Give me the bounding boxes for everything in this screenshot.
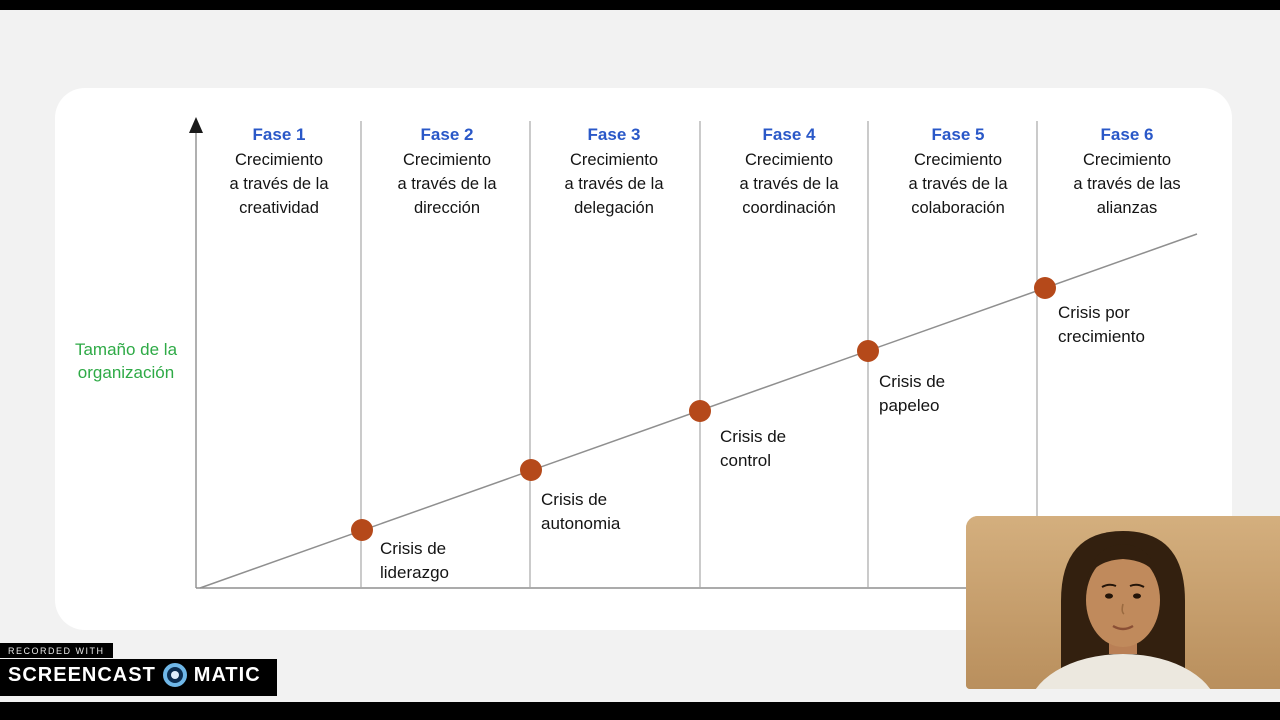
phase-desc-line: a través de las (1073, 175, 1181, 193)
phase-5-header: Fase 5 Crecimiento a través de la colabo… (873, 125, 1043, 220)
phase-desc-line: a través de la (739, 175, 839, 193)
crisis-label-autonomia: Crisis de autonomia (541, 488, 620, 536)
presenter-illustration (966, 516, 1280, 689)
watermark-brand-right: MATIC (193, 663, 261, 686)
phase-desc-line: colaboración (911, 199, 1005, 217)
crisis-line: control (720, 451, 772, 470)
phase-6-header: Fase 6 Crecimiento a través de las alian… (1042, 125, 1212, 220)
letterbox-bottom (0, 702, 1280, 720)
phase-desc-line: creatividad (239, 199, 319, 217)
phase-2-header: Fase 2 Crecimiento a través de la direcc… (362, 125, 532, 220)
crisis-line: Crisis por (1058, 303, 1130, 322)
crisis-line: liderazgo (380, 563, 449, 582)
watermark-brand: SCREENCAST MATIC (0, 659, 277, 696)
crisis-line: Crisis de (720, 427, 787, 446)
letterbox-top (0, 0, 1280, 10)
phase-desc-line: a través de la (564, 175, 664, 193)
phase-4-header: Fase 4 Crecimiento a través de la coordi… (704, 125, 874, 220)
phase-title: Fase 1 (252, 125, 306, 144)
phase-desc-line: dirección (413, 199, 481, 217)
phase-desc-line: Crecimiento (913, 151, 1003, 169)
crisis-line: Crisis de (380, 539, 447, 558)
crisis-label-crecimiento: Crisis por crecimiento (1058, 301, 1145, 349)
y-axis-label-line: Tamaño de la (74, 340, 178, 359)
phase-title: Fase 3 (587, 125, 641, 144)
crisis-line: Crisis de (541, 490, 608, 509)
phase-desc-line: Crecimiento (234, 151, 324, 169)
phase-desc-line: a través de la (397, 175, 497, 193)
crisis-line: crecimiento (1058, 327, 1145, 346)
phase-title: Fase 6 (1100, 125, 1154, 144)
phase-desc-line: a través de la (908, 175, 1008, 193)
crisis-label-liderazgo: Crisis de liderazgo (380, 537, 449, 585)
phase-desc-line: a través de la (229, 175, 329, 193)
watermark: RECORDED WITH SCREENCAST MATIC (0, 641, 277, 696)
phase-desc-line: Crecimiento (744, 151, 834, 169)
phase-desc-line: delegación (574, 199, 654, 217)
phase-desc-line: Crecimiento (1082, 151, 1172, 169)
y-axis-label: Tamaño de la organización (52, 338, 200, 384)
phase-1-header: Fase 1 Crecimiento a través de la creati… (194, 125, 364, 220)
crisis-line: Crisis de (879, 372, 946, 391)
crisis-label-papeleo: Crisis de papeleo (879, 370, 945, 418)
phase-desc-line: Crecimiento (569, 151, 659, 169)
crisis-line: papeleo (879, 396, 940, 415)
watermark-recorded-with: RECORDED WITH (0, 643, 113, 658)
phase-title: Fase 5 (931, 125, 985, 144)
phase-desc-line: coordinación (742, 199, 836, 217)
crisis-line: autonomia (541, 514, 621, 533)
webcam-overlay (966, 516, 1280, 689)
crisis-label-control: Crisis de control (720, 425, 786, 473)
phase-title: Fase 2 (420, 125, 474, 144)
screencast-o-matic-logo-icon (162, 663, 187, 687)
y-axis-label-line: organización (77, 363, 175, 382)
phase-desc-line: Crecimiento (402, 151, 492, 169)
phase-title: Fase 4 (762, 125, 816, 144)
phase-3-header: Fase 3 Crecimiento a través de la delega… (529, 125, 699, 220)
watermark-brand-left: SCREENCAST (8, 663, 156, 686)
phase-desc-line: alianzas (1096, 199, 1158, 217)
